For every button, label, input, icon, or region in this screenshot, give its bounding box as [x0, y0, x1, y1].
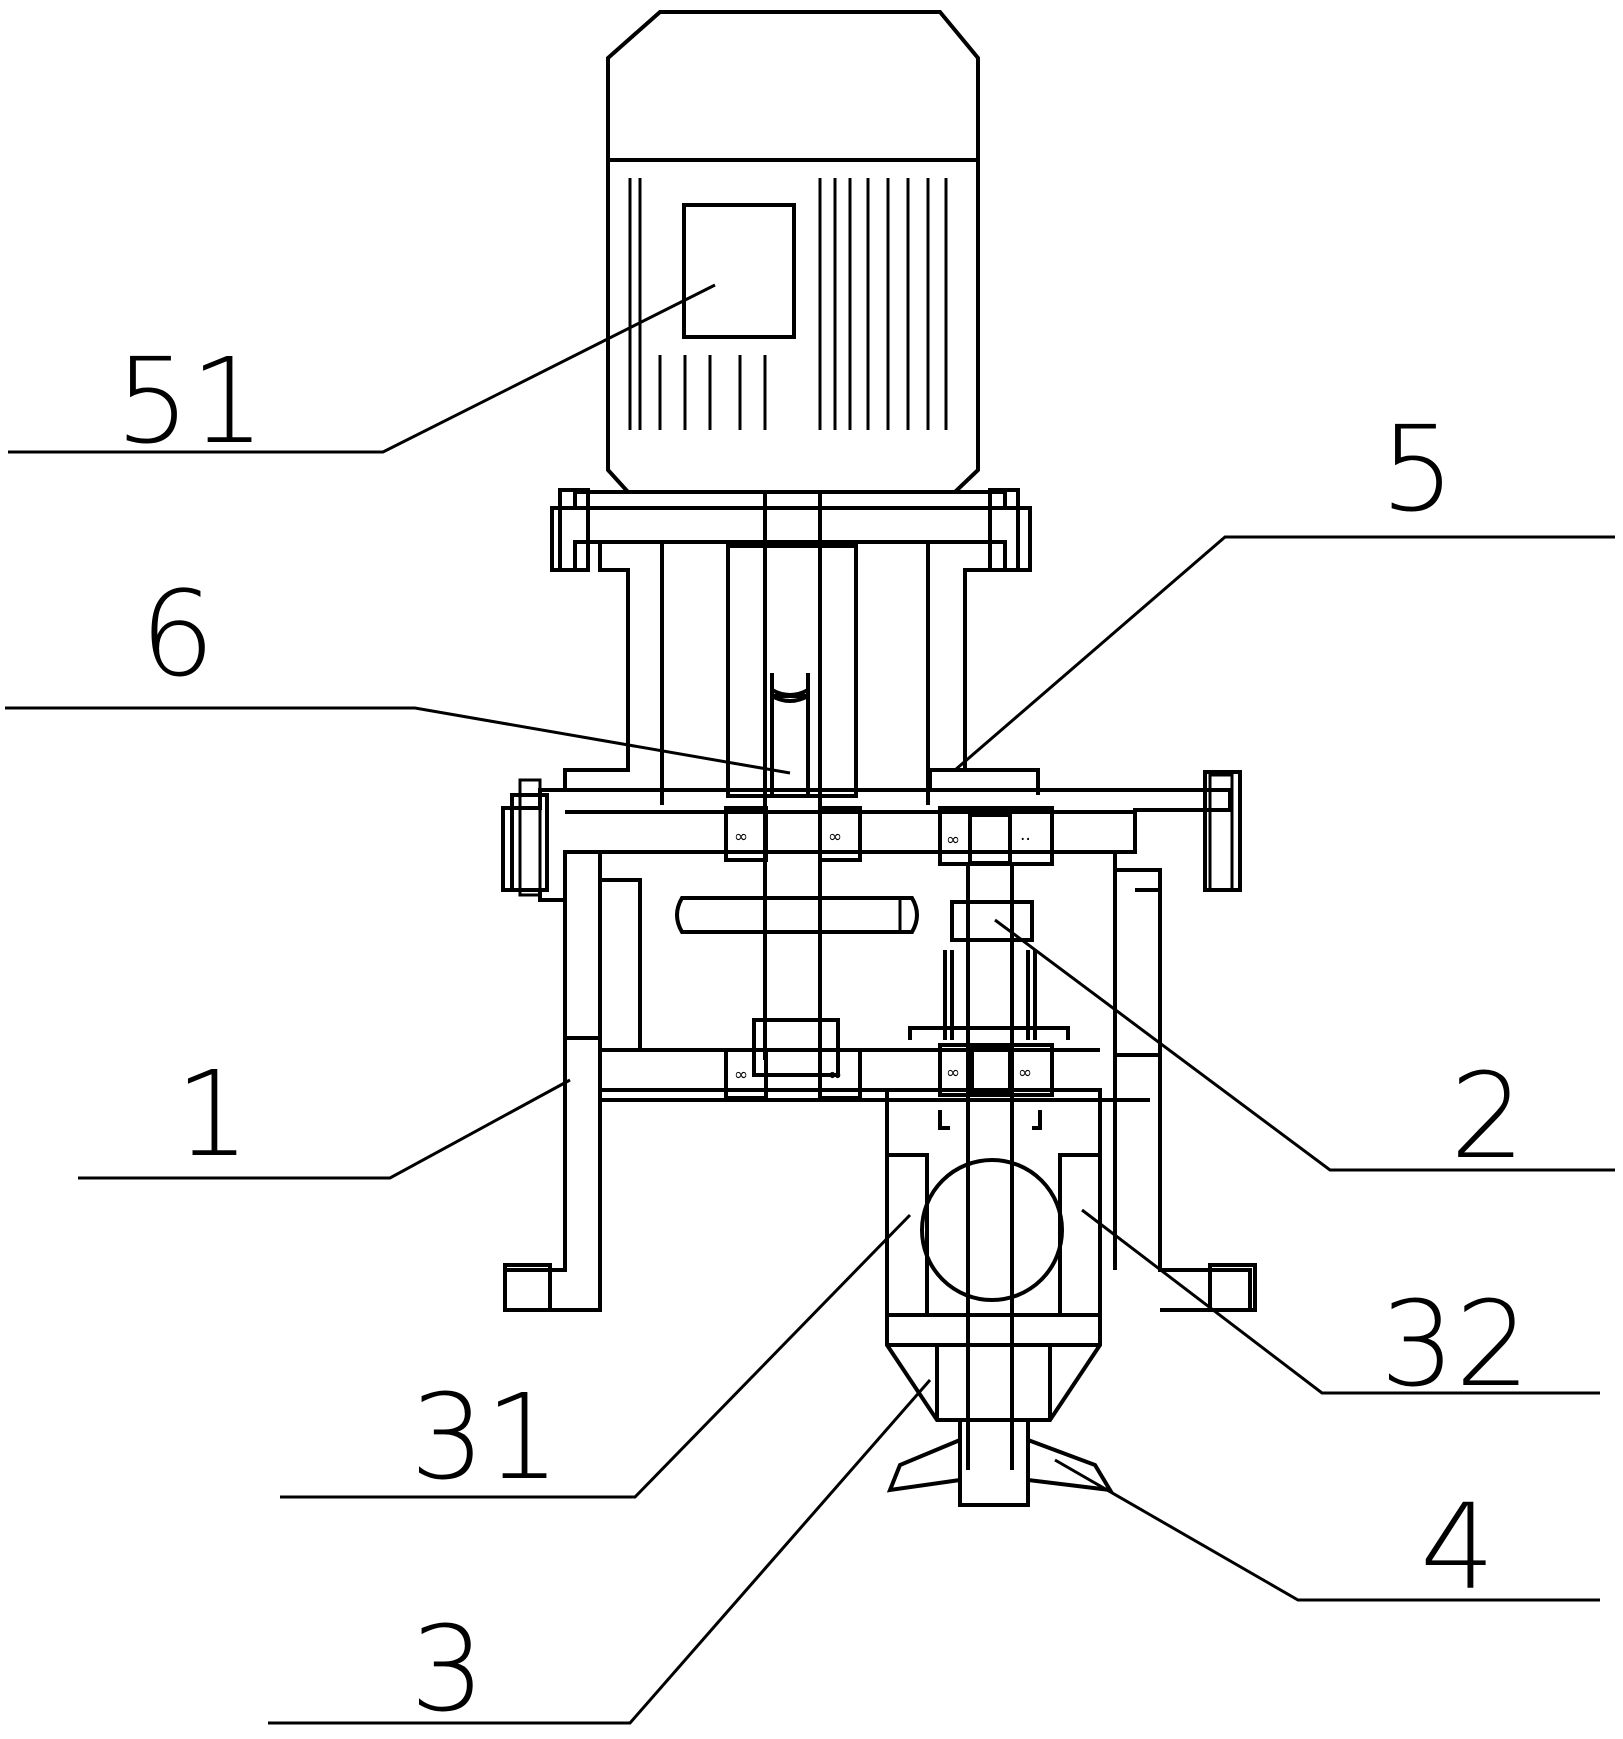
- leader-3: [268, 1379, 932, 1725]
- coupling-housing: [726, 544, 858, 798]
- drive-gear: [675, 896, 919, 1077]
- svg-text:∞: ∞: [1018, 1063, 1032, 1083]
- pump-body: [885, 1088, 1102, 1422]
- callout-3: 3: [410, 1600, 485, 1738]
- callout-31: 31: [410, 1368, 560, 1506]
- svg-text:∞: ∞: [946, 1063, 960, 1083]
- impeller-blade-right: [1026, 1437, 1114, 1493]
- bearing-upper-left: [724, 806, 768, 862]
- callout-5: 5: [1380, 400, 1455, 538]
- housing-bolt-left: [510, 793, 549, 892]
- bearing-upper-right: [818, 806, 862, 862]
- leader-51: [8, 283, 716, 454]
- callout-labels: 51 5 6 1 2 32 31 3 4: [115, 332, 1530, 1738]
- callout-32: 32: [1380, 1275, 1530, 1413]
- flange-bolt-left: [558, 488, 590, 572]
- callout-1: 1: [175, 1045, 250, 1183]
- svg-text:∞: ∞: [828, 827, 842, 847]
- callout-6: 6: [140, 565, 215, 703]
- svg-text:∞: ∞: [734, 1065, 748, 1085]
- pinion-shaft: [908, 862, 1070, 1470]
- motor-fins: [628, 178, 948, 430]
- pump-casing: [885, 1098, 1102, 1317]
- svg-text:∞: ∞: [734, 827, 748, 847]
- callout-4: 4: [1420, 1478, 1495, 1616]
- bearings: ∞ ∞ ∞ ∞ ∞ ·· ∞ ∞: [724, 806, 1054, 1100]
- flange-bolt-right: [988, 488, 1020, 572]
- motor-mount-column: [550, 488, 1040, 805]
- leader-32: [1081, 1208, 1600, 1395]
- liner-right: [1058, 1153, 1102, 1317]
- svg-text:∞: ∞: [946, 830, 960, 850]
- lower-hub: [752, 1018, 840, 1077]
- svg-text:··: ··: [1020, 830, 1031, 850]
- gearbox-housing: [501, 770, 1257, 1312]
- leader-31: [280, 1213, 912, 1499]
- leader-1: [78, 1078, 571, 1180]
- foot-right: [1208, 1263, 1257, 1312]
- leader-2: [994, 918, 1615, 1172]
- svg-text:∞: ∞: [828, 1065, 842, 1085]
- motor-nameplate: [682, 203, 796, 339]
- pinion: [950, 900, 1034, 942]
- leader-6: [5, 706, 791, 775]
- impeller-blade-left: [886, 1437, 962, 1493]
- foot-left: [503, 1263, 552, 1312]
- leader-5: [954, 535, 1615, 772]
- impeller-hub: [958, 1418, 1030, 1507]
- callout-51: 51: [115, 332, 265, 470]
- leader-lines: [5, 283, 1615, 1725]
- bearing-lower-right: [818, 1048, 862, 1100]
- rotor: [920, 1158, 1064, 1302]
- main-shaft: [763, 492, 822, 1060]
- leader-4: [1054, 1458, 1600, 1602]
- bearing-lower-left: [724, 1048, 768, 1100]
- coupling: [770, 694, 810, 798]
- callout-2: 2: [1450, 1047, 1525, 1185]
- impeller: [886, 1418, 1114, 1507]
- motor: [606, 10, 980, 494]
